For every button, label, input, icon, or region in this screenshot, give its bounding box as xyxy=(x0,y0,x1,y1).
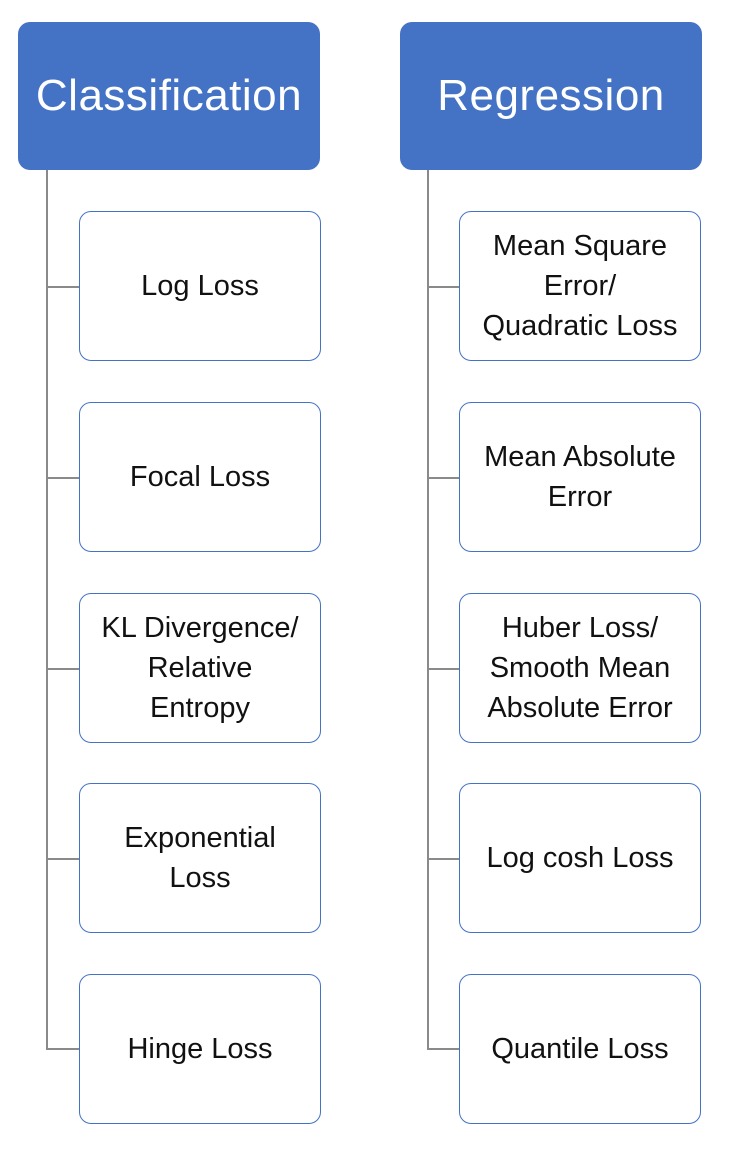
quantile-loss-box: Quantile Loss xyxy=(459,974,701,1124)
connector-tick xyxy=(427,286,459,288)
connector-tick xyxy=(46,858,79,860)
connector-tick xyxy=(46,1048,79,1050)
connector-tick xyxy=(46,286,79,288)
exponential-loss-box: Exponential Loss xyxy=(79,783,321,933)
regression-connector-line xyxy=(427,170,429,1050)
connector-tick xyxy=(427,1048,459,1050)
log-loss-box: Log Loss xyxy=(79,211,321,361)
connector-tick xyxy=(427,668,459,670)
classification-connector-line xyxy=(46,170,48,1050)
log-cosh-loss-box: Log cosh Loss xyxy=(459,783,701,933)
connector-tick xyxy=(46,477,79,479)
connector-tick xyxy=(427,858,459,860)
hinge-loss-box: Hinge Loss xyxy=(79,974,321,1124)
huber-loss-box: Huber Loss/ Smooth Mean Absolute Error xyxy=(459,593,701,743)
classification-header: Classification xyxy=(18,22,320,170)
focal-loss-box: Focal Loss xyxy=(79,402,321,552)
kl-divergence-box: KL Divergence/ Relative Entropy xyxy=(79,593,321,743)
mean-absolute-error-box: Mean Absolute Error xyxy=(459,402,701,552)
connector-tick xyxy=(427,477,459,479)
mean-square-error-box: Mean Square Error/ Quadratic Loss xyxy=(459,211,701,361)
connector-tick xyxy=(46,668,79,670)
regression-header: Regression xyxy=(400,22,702,170)
